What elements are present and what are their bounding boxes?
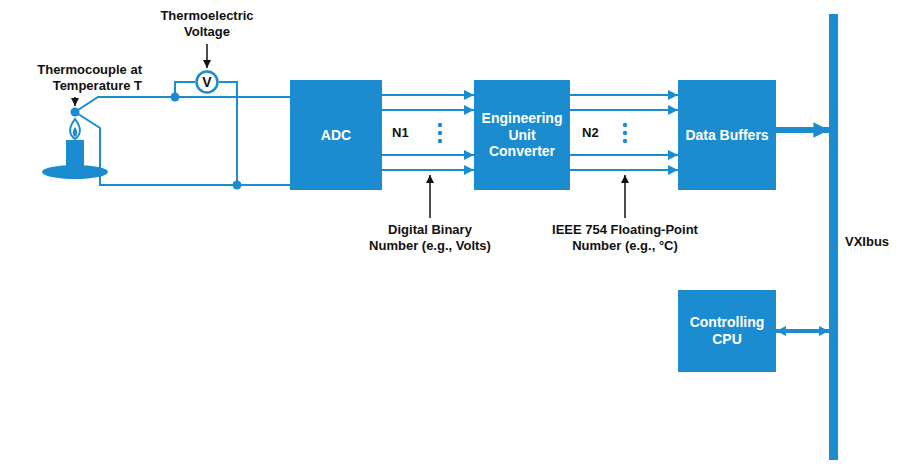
process-box: Engineering Unit Converter [474,80,570,190]
arrow-line [570,109,678,111]
arrow-line [776,127,829,133]
node-text: Controlling CPU [684,314,770,348]
arrow-line [382,169,474,171]
thermocouple-wires [75,82,290,185]
process-box: ADC [290,80,382,190]
data-flow-arrow [776,331,829,332]
data-flow-arrow [776,130,829,131]
arrow-line [382,109,474,111]
node-text: Data Buffers [685,127,768,144]
thermocouple-junction [71,108,80,117]
leader-lines [75,44,625,218]
arrow-line [570,154,678,156]
callout-label: Thermoelectric Voltage [140,8,274,41]
process-box: Controlling CPU [678,290,776,372]
arrow-line [382,94,474,96]
candle [42,119,108,179]
callout-label: Digital Binary Number (e.g., Volts) [362,222,498,255]
callout-label: IEEE 754 Floating-Point Number (e.g., °C… [536,222,714,255]
bus-bar: VXIbus [829,14,838,460]
process-box: Data Buffers [678,80,776,190]
arrow-line [570,94,678,96]
node-text: ADC [321,127,351,144]
node-text: V [202,75,211,89]
callout-label: Thermocouple at Temperature T [2,62,142,95]
arrow-line [776,329,829,333]
voltmeter-circle: V [195,70,219,94]
arrow-line [382,154,474,156]
arrow-line [570,169,678,171]
signal-name: N2 [582,125,612,141]
signal-name: N1 [392,125,422,141]
wire-junction [171,93,180,102]
data-flow-arrow [382,95,474,170]
bus-name: VXIbus [845,234,889,249]
wire-junction [233,181,242,190]
data-flow-arrow [570,95,678,170]
node-text: Engineering Unit Converter [480,110,564,160]
